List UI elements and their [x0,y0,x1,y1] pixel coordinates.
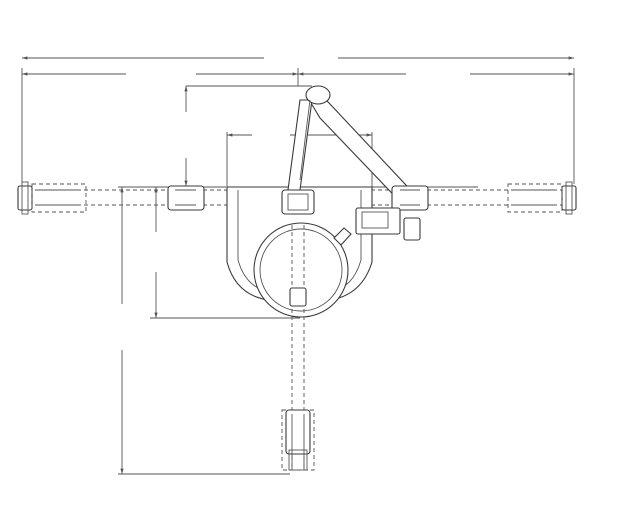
lamp-ring [253,222,349,318]
articulated-arm [287,85,421,211]
bottom-wheel [281,409,315,471]
left-wheel [17,181,87,215]
dimension-1090-left [22,68,299,86]
right-inner-caster [391,185,429,211]
left-inner-caster [167,185,205,211]
leg-connector [289,287,307,307]
right-wheel [507,181,577,215]
arm-base-block [355,207,421,241]
dimension-2180 [21,56,575,184]
dimension-396 [184,85,312,186]
center-caster [281,189,315,215]
adjustment-knob [333,227,352,246]
